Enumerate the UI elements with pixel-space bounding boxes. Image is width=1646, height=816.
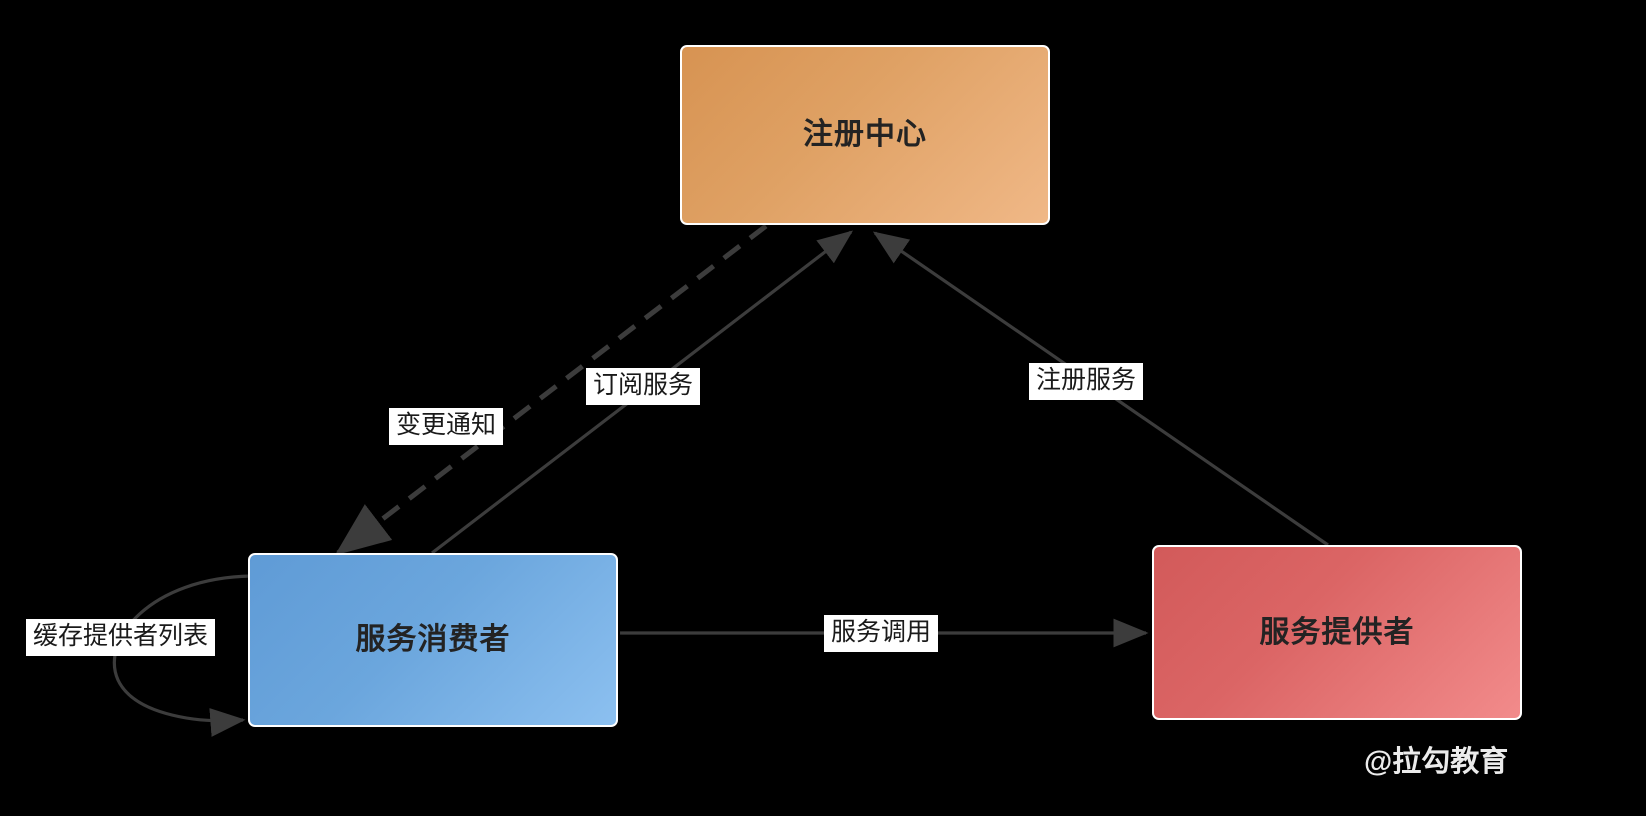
edge-label-subscribe: 订阅服务 bbox=[586, 368, 701, 405]
node-registry-center-label: 注册中心 bbox=[803, 118, 927, 151]
node-service-consumer[interactable]: 服务消费者 bbox=[248, 553, 618, 727]
edge-label-cache-provider-list: 缓存提供者列表 bbox=[26, 619, 216, 656]
node-service-consumer-label: 服务消费者 bbox=[355, 623, 511, 656]
edge-label-invoke: 服务调用 bbox=[824, 615, 939, 652]
edge-label-change-notify: 变更通知 bbox=[389, 408, 504, 445]
edge-label-register: 注册服务 bbox=[1029, 363, 1144, 400]
edge-cache-list bbox=[112, 574, 252, 737]
node-service-provider-label: 服务提供者 bbox=[1259, 615, 1415, 649]
node-service-provider[interactable]: 服务提供者 bbox=[1152, 545, 1522, 720]
edge-change-notify bbox=[334, 224, 768, 556]
watermark: @拉勾教育 bbox=[1364, 746, 1509, 778]
node-registry-center[interactable]: 注册中心 bbox=[680, 45, 1050, 225]
